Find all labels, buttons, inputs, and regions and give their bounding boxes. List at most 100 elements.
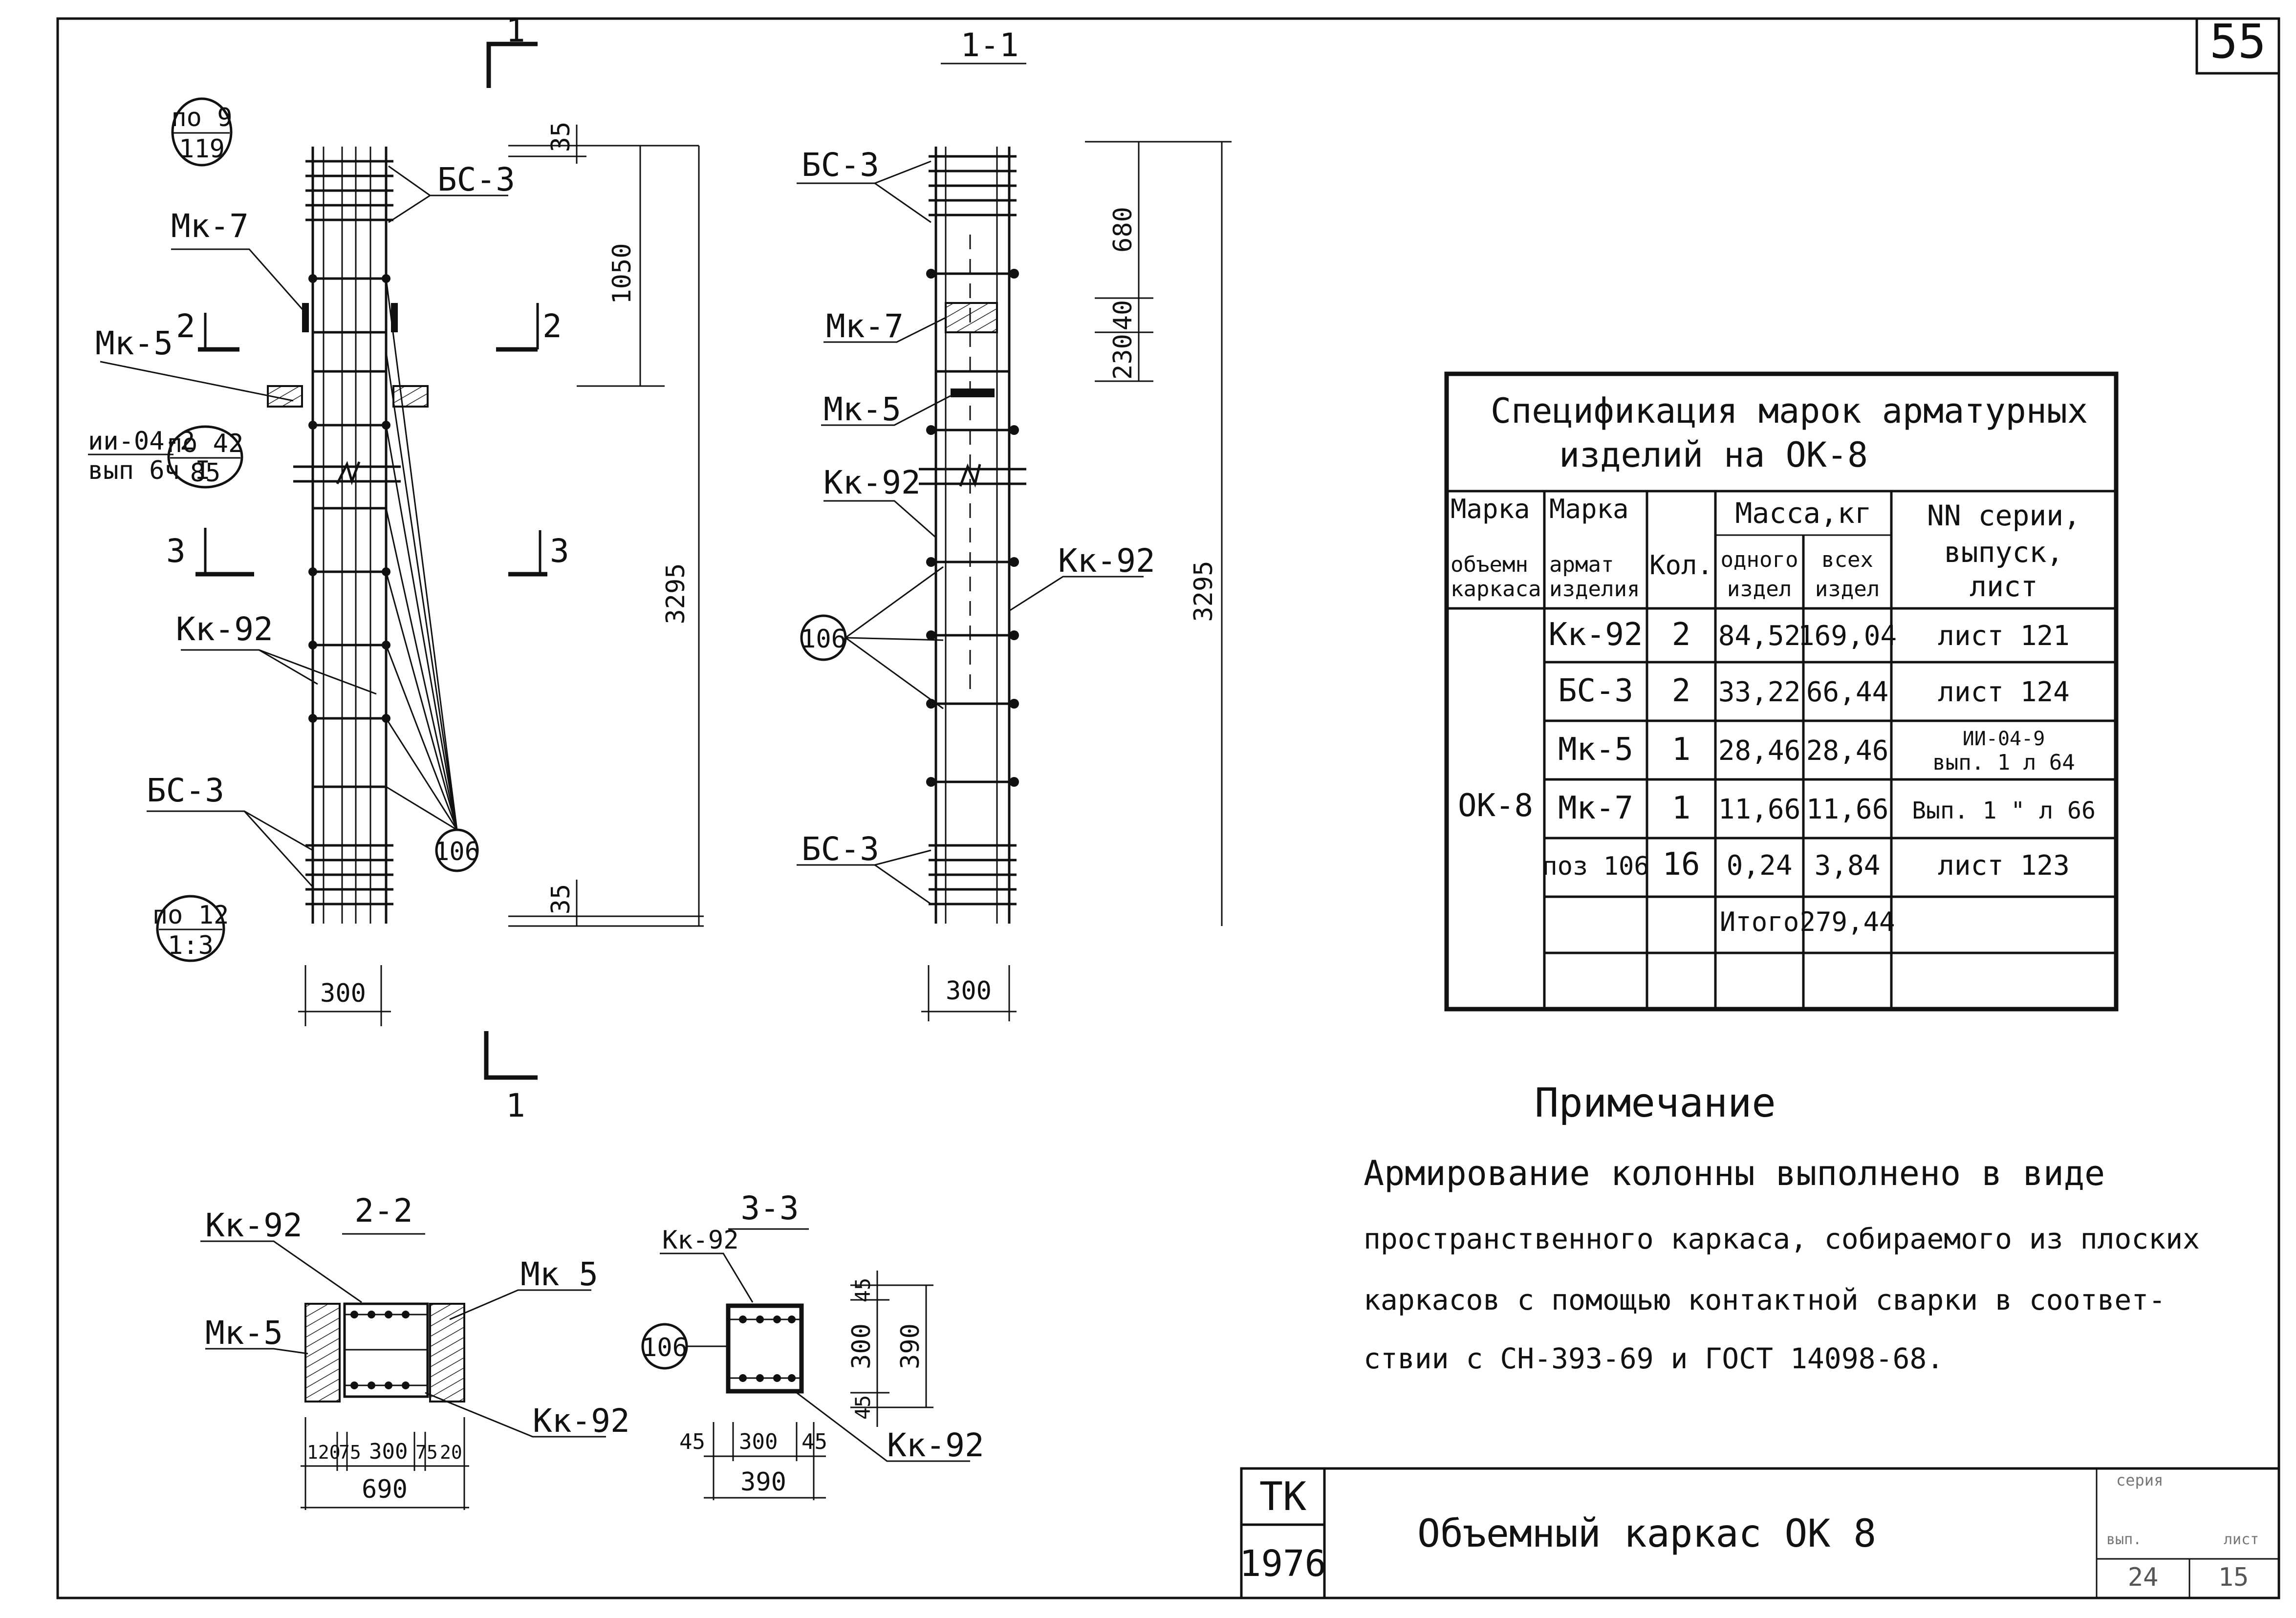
section-2-2: 2-2 Кк-92 Мк 5 Мк-5 Кк-92 [200,1192,630,1510]
svg-text:66,44: 66,44 [1806,676,1889,708]
spec-row: Мк-5 1 28,46 28,46 ИИ-04-9 вып. 1 л 64 [1558,728,2075,775]
svg-text:120: 120 [307,1442,341,1463]
note-line-2: пространственного каркаса, собираемого и… [1364,1222,2200,1255]
section-3-3-bars [739,1316,796,1382]
section-2-2-label-mk5-right: Мк 5 [449,1255,598,1320]
svg-text:БС-3: БС-3 [437,161,515,198]
spec-row: Кк-92 2 84,52 169,04 лист 121 [1549,617,2070,653]
section-2-2-dimensions: 120 75 300 75 20 690 [301,1417,469,1510]
spec-row: БС-3 2 33,22 66,44 лист 124 [1558,673,2070,709]
svg-text:лист 123: лист 123 [1938,850,2070,882]
svg-text:Мк 5: Мк 5 [520,1255,598,1293]
svg-text:по 42: по 42 [167,429,244,458]
section-1-1-callout-106: 106 [800,566,944,710]
note-line-4: ствии с СН-393-69 и ГОСТ 14098-68. [1364,1342,1944,1375]
svg-text:выпуск,: выпуск, [1944,536,2063,569]
svg-text:Кк-92: Кк-92 [1058,542,1155,580]
note-line-1: Армирование колонны выполнено в виде [1364,1153,2105,1193]
svg-text:объемн: объемн [1451,552,1528,577]
svg-text:лист 121: лист 121 [1938,620,2070,652]
svg-text:75: 75 [415,1442,438,1463]
section-2-2-label-kk92-top: Кк-92 [200,1207,362,1303]
svg-text:106: 106 [642,1333,688,1362]
section-1-1-mesh-bottom [929,844,1017,906]
mesh-bs3-top [305,160,393,221]
section-3-3-frame [726,1303,804,1394]
label-bs3-top: БС-3 [388,161,515,223]
svg-text:3: 3 [550,532,569,570]
svg-text:Кк-92: Кк-92 [533,1402,630,1440]
svg-text:Мк-7: Мк-7 [826,307,904,345]
svg-text:28,46: 28,46 [1806,735,1889,767]
svg-text:Мк-5: Мк-5 [823,390,901,428]
svg-text:11,66: 11,66 [1718,794,1801,825]
svg-text:Кк-92: Кк-92 [887,1426,984,1464]
svg-text:3295: 3295 [1189,561,1218,622]
section-1-1-ties [926,269,1019,787]
section-1-1-title: 1-1 [960,26,1018,64]
title-series-label: серия [2116,1471,2163,1489]
section-1-1-label-bs3-bottom: БС-3 [797,830,931,905]
note-title: Примечание [1535,1080,1776,1126]
svg-text:40: 40 [1108,300,1138,331]
svg-text:вып. 1 л 64: вып. 1 л 64 [1932,750,2075,775]
svg-text:0,24: 0,24 [1727,850,1793,882]
section-3-3-title: 3-3 [740,1189,799,1227]
section-3-3-dimensions: 45 300 45 390 45 300 45 390 [679,1271,933,1500]
svg-text:45: 45 [801,1429,827,1454]
svg-text:по 9: по 9 [171,103,232,132]
svg-text:2: 2 [542,307,562,345]
svg-text:119: 119 [179,134,225,164]
svg-text:Кк-92: Кк-92 [205,1207,303,1244]
section-1-1-label-kk92-right: Кк-92 [1009,542,1155,612]
page-number-box: 55 [2195,14,2280,75]
svg-text:690: 690 [362,1475,408,1504]
svg-text:Мк-5: Мк-5 [1558,732,1633,768]
svg-text:одного: одного [1721,547,1798,572]
svg-text:Марка: Марка [1549,494,1629,524]
section-3-3-callout-106: 106 [641,1323,728,1370]
svg-text:1: 1 [506,12,525,49]
svg-text:1050: 1050 [607,243,637,304]
svg-text:230: 230 [1108,334,1138,380]
sheet-frame [56,17,2280,1599]
svg-text:издел: издел [1815,577,1880,602]
note: Примечание Армирование колонны выполнено… [1364,1080,2200,1375]
svg-text:Мк-7: Мк-7 [171,207,249,245]
svg-text:NN серии,: NN серии, [1927,499,2080,532]
cut-mark-2-left: 2 [176,307,239,352]
section-3-3: 3-3 Кк-92 106 Кк-92 45 [641,1189,984,1500]
section-1-1-plate-mk7 [945,302,998,333]
page-number: 55 [2209,14,2266,69]
svg-text:35: 35 [546,122,576,152]
svg-text:1: 1 [506,1087,525,1124]
svg-text:45: 45 [851,1395,875,1420]
svg-text:2: 2 [176,307,195,345]
plate-mk5-right [392,385,429,408]
spec-group-mark: ОК-8 [1458,788,1533,824]
svg-text:680: 680 [1108,207,1138,253]
svg-text:Кк-92: Кк-92 [823,464,921,501]
svg-text:300: 300 [369,1439,408,1464]
cut-mark-3-right: 3 [508,530,569,577]
svg-text:106: 106 [801,625,846,654]
section-1-1-mesh-top [929,155,1017,216]
label-mk5: Мк-5 [95,324,294,402]
svg-text:ИИ-04-9: ИИ-04-9 [1963,728,2045,750]
svg-text:БС-3: БС-3 [801,830,879,868]
title-code-2: 1976 [1239,1543,1326,1585]
svg-text:лист 124: лист 124 [1938,676,2070,708]
title-issue-value: 24 [2128,1563,2159,1592]
section-2-2-title: 2-2 [354,1192,412,1230]
section-1-1-dimensions: 680 40 230 3295 300 [921,141,1232,1021]
svg-text:300: 300 [739,1429,778,1454]
section-2-2-label-kk92-bottom: Кк-92 [425,1392,630,1440]
svg-text:3,84: 3,84 [1815,850,1881,882]
break-line [293,461,401,485]
elevation-dimensions: 35 1050 3295 35 300 [298,122,704,1026]
svg-text:1: 1 [1672,732,1691,768]
drawing-title: Объемный каркас ОК 8 [1417,1512,1876,1556]
label-kk92: Кк-92 [176,610,377,695]
svg-text:390: 390 [740,1467,786,1497]
